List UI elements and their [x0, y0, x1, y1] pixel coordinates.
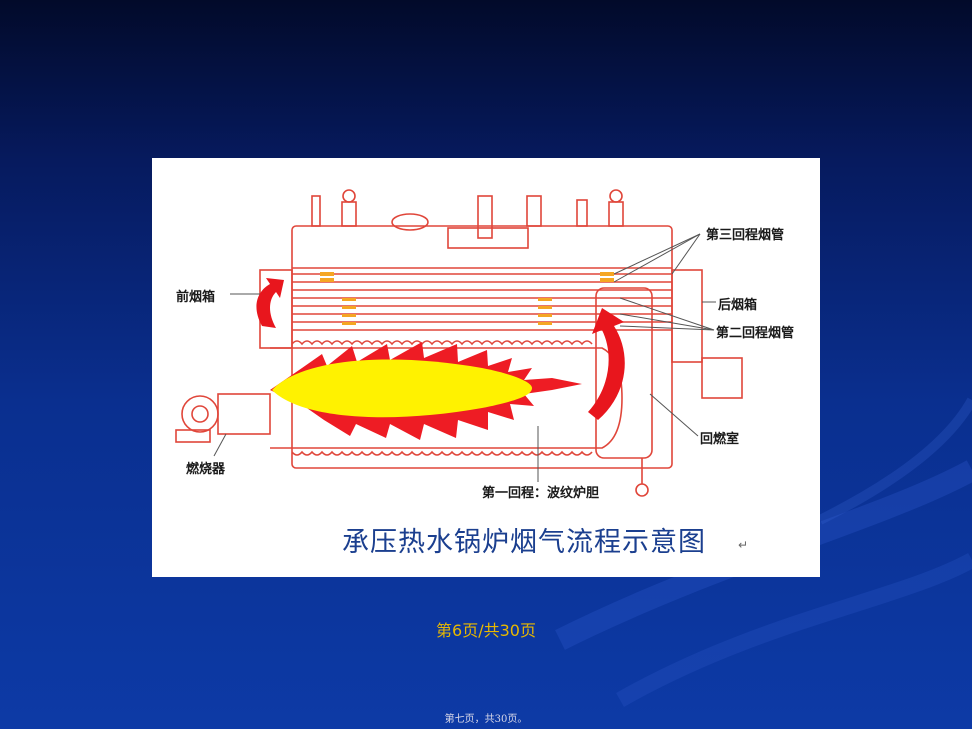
reversal-chamber-outline [595, 287, 653, 459]
arrow-reversal-up [588, 308, 625, 420]
boiler-flue-gas-diagram: 前烟箱 第三回程烟管 后烟箱 第二回程烟管 回燃室 燃烧器 第一回程：波纹炉胆 … [152, 158, 820, 577]
rear-bracket [701, 357, 743, 399]
boiler-drawing [175, 189, 743, 497]
top-nozzle-5 [576, 199, 588, 227]
burner-body [217, 393, 271, 435]
label-front-smoke-box: 前烟箱 [176, 290, 216, 305]
page-counter: 第6页/共30页 [436, 621, 536, 640]
paragraph-mark: ↵ [738, 538, 749, 552]
top-nozzle-4 [526, 195, 542, 227]
drain-valve [635, 483, 649, 497]
rear-smoke-box [671, 269, 703, 363]
label-third-pass-tubes: 第三回程烟管 [706, 228, 785, 243]
top-nozzle-2 [341, 201, 357, 227]
label-rear-smoke-box: 后烟箱 [718, 298, 758, 313]
top-dome [391, 213, 429, 231]
top-nozzle-5-ring [609, 189, 623, 203]
top-nozzle-6 [608, 201, 624, 227]
diagram-caption: 承压热水锅炉烟气流程示意图 [342, 527, 706, 558]
label-first-pass-furnace: 第一回程：波纹炉胆 [482, 486, 600, 501]
footer-note: 第七页，共30页。 [444, 714, 528, 725]
flame-core [272, 359, 532, 418]
label-burner: 燃烧器 [186, 462, 226, 477]
top-header [447, 227, 529, 249]
label-second-pass-tubes: 第二回程烟管 [716, 326, 795, 341]
top-nozzle-3 [477, 195, 493, 239]
label-reversal-chamber: 回燃室 [700, 432, 740, 447]
burner-fan [181, 395, 219, 433]
top-nozzle-1 [311, 195, 321, 227]
arrow-front-up [256, 278, 284, 328]
top-nozzle-1-ring [342, 189, 356, 203]
